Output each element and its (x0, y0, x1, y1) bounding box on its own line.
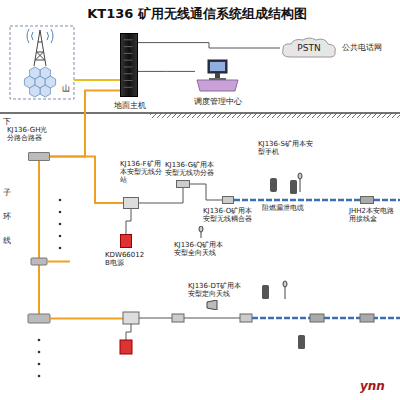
device-label: 地面主机 (112, 101, 148, 110)
edge-label: 子 (3, 188, 11, 197)
device-label: KJ136-O矿用本安型无线耦合器 (203, 207, 257, 223)
device-label: KJ136-F矿用本安型无线分站 (120, 160, 164, 184)
junction-box (310, 314, 324, 322)
area-label: 山 (62, 84, 70, 93)
handset (262, 285, 269, 299)
leaky-cable (252, 317, 400, 320)
junction-box: JHH2本安电路用接线盒 (360, 196, 374, 204)
leaky-cable (374, 199, 400, 202)
cloud-label: PSTN (280, 37, 338, 59)
connector (234, 199, 360, 202)
handset (298, 335, 305, 349)
cable-label: 阻燃漏泄电缆 (262, 204, 304, 212)
power-supply (120, 340, 132, 354)
diagram-title: KT136 矿用无线通信系统组成结构图 (0, 5, 397, 23)
watermark: ynn (360, 380, 385, 394)
omni-shape (196, 226, 206, 238)
cloud-caption: 公共电话网 (342, 43, 382, 52)
optical-splitter (31, 258, 47, 265)
continuation-dots (38, 199, 62, 378)
device-label: KDW66012 B电源 (105, 251, 151, 267)
connector (138, 43, 280, 48)
cell-hexagons (24, 67, 55, 97)
device-label: KJ136-GH光分路合路器 (7, 126, 53, 142)
omni-antenna: KJ136-Q矿用本安型全向天线 (196, 226, 206, 238)
pstn-cloud: PSTN公共电话网 (280, 37, 338, 59)
edge-label: 环 (3, 212, 11, 221)
device-label: KJ136-G矿用本安型无线功分器 (165, 161, 217, 177)
connector (50, 157, 123, 204)
directional-antenna: KJ136-DT矿用本安型定向天线 (206, 300, 218, 310)
handset: KJ136-S矿用本安型手机 (270, 178, 277, 192)
cable (139, 318, 252, 319)
fiber-branch (50, 318, 123, 320)
power-wire (126, 324, 131, 340)
ground-hatch (150, 113, 400, 118)
dispatch-center: 调度管理中心 (195, 57, 240, 93)
fiber-branch (47, 261, 70, 263)
server-rack: 地面主机 (120, 33, 138, 97)
rack-shape (121, 34, 137, 96)
optical-splitter: KJ136-GH光分路合路器 (28, 152, 50, 161)
connector (126, 209, 131, 234)
connector (138, 71, 195, 72)
antenna (283, 173, 302, 299)
fiber-trunk (38, 161, 40, 314)
connector (139, 188, 183, 203)
handset (290, 180, 297, 194)
base-station-frame (10, 26, 74, 99)
device-label: KJ136-S矿用本安型手机 (258, 140, 314, 156)
power-divider (172, 314, 184, 322)
pc-shape (195, 57, 240, 93)
junction-box (360, 314, 374, 322)
connector (50, 91, 120, 157)
coupler (240, 314, 252, 322)
device-label: JHH2本安电路用接线盒 (349, 207, 397, 223)
dir-shape (206, 300, 218, 310)
area-label: 下 (3, 117, 11, 126)
device-label: KJ136-DT矿用本安型定向天线 (188, 282, 244, 298)
tower-symbol (27, 29, 53, 66)
power-divider: KJ136-G矿用本安型无线功分器 (176, 180, 190, 188)
device-label: KJ136-Q矿用本安型全向天线 (174, 241, 230, 257)
device-label: 调度管理中心 (189, 97, 246, 106)
tower-link (74, 79, 120, 81)
wireless-substation (123, 312, 139, 324)
connector (190, 184, 222, 200)
wireless-substation: KJ136-F矿用本安型无线分站 (123, 197, 139, 209)
power-supply: KDW66012 B电源 (120, 234, 132, 248)
coupler: KJ136-O矿用本安型无线耦合器 (222, 196, 234, 204)
optical-splitter (28, 314, 50, 323)
edge-label: 线 (3, 236, 11, 245)
